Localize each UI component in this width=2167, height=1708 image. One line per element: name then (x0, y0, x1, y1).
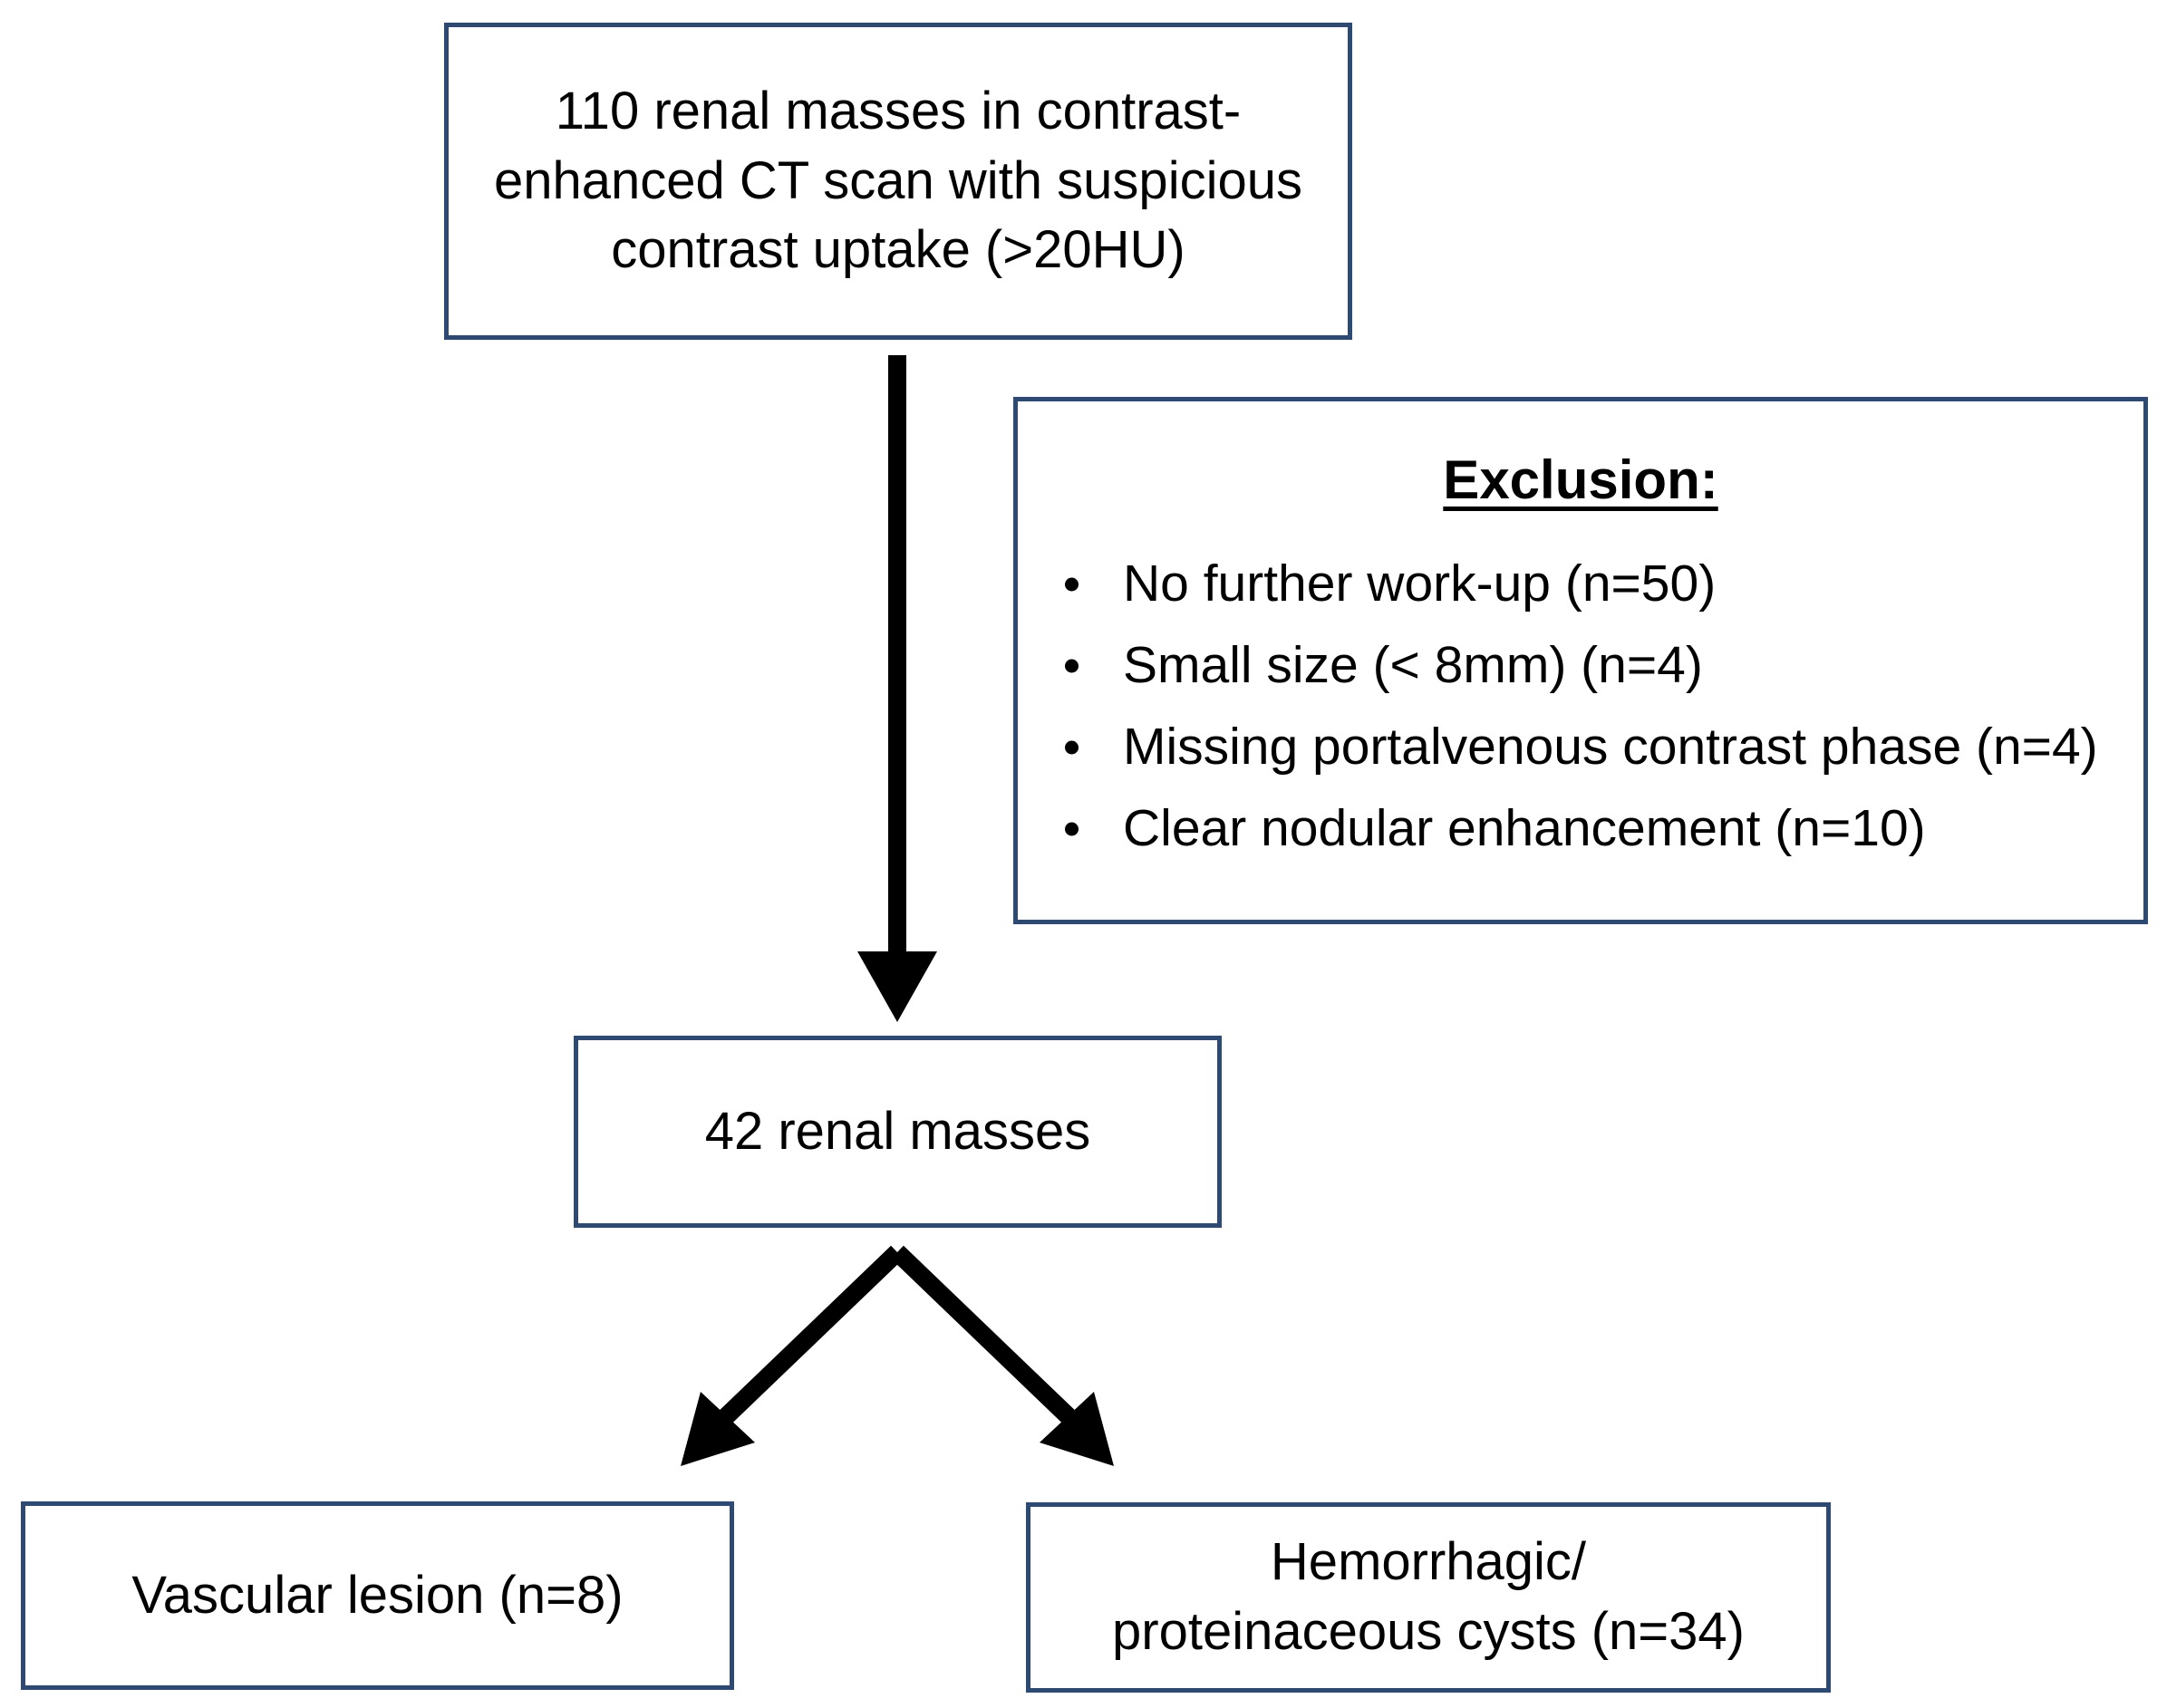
exclusion-content: Exclusion: No further work-up (n=50) Sma… (1018, 401, 2143, 920)
exclusion-item-label: No further work-up (n=50) (1123, 555, 1717, 613)
node-vascular-lesion-label: Vascular lesion (n=8) (131, 1565, 624, 1625)
node-included-cohort: 42 renal masses (574, 1036, 1222, 1228)
arrow-included-to-cysts (891, 1245, 1114, 1466)
bullet-icon (1065, 740, 1079, 754)
node-vascular-lesion: Vascular lesion (n=8) (21, 1501, 734, 1690)
arrow-included-to-vascular (681, 1245, 904, 1466)
exclusion-item-label: Small size (< 8mm) (n=4) (1123, 636, 1703, 694)
list-item: No further work-up (n=50) (1043, 558, 2118, 610)
node-initial-cohort: 110 renal masses in contrast- enhanced C… (444, 23, 1352, 340)
bullet-icon (1065, 822, 1079, 835)
list-item: Missing portalvenous contrast phase (n=4… (1043, 721, 2118, 773)
exclusion-title: Exclusion: (1443, 449, 1718, 510)
list-item: Small size (< 8mm) (n=4) (1043, 640, 2118, 691)
exclusion-list: No further work-up (n=50) Small size (< … (1043, 558, 2118, 884)
list-item: Clear nodular enhancement (n=10) (1043, 803, 2118, 854)
node-hemorrhagic-cysts-label: Hemorrhagic/ proteinaceous cysts (n=34) (1112, 1532, 1745, 1661)
node-initial-cohort-label: 110 renal masses in contrast- enhanced C… (494, 82, 1302, 280)
node-included-cohort-label: 42 renal masses (704, 1101, 1091, 1161)
arrow-initial-to-included (857, 355, 937, 1022)
node-exclusion-criteria: Exclusion: No further work-up (n=50) Sma… (1013, 397, 2148, 924)
exclusion-item-label: Clear nodular enhancement (n=10) (1123, 799, 1926, 857)
bullet-icon (1065, 659, 1079, 672)
bullet-icon (1065, 577, 1079, 591)
exclusion-item-label: Missing portalvenous contrast phase (n=4… (1123, 718, 2098, 776)
node-hemorrhagic-cysts: Hemorrhagic/ proteinaceous cysts (n=34) (1026, 1502, 1831, 1693)
